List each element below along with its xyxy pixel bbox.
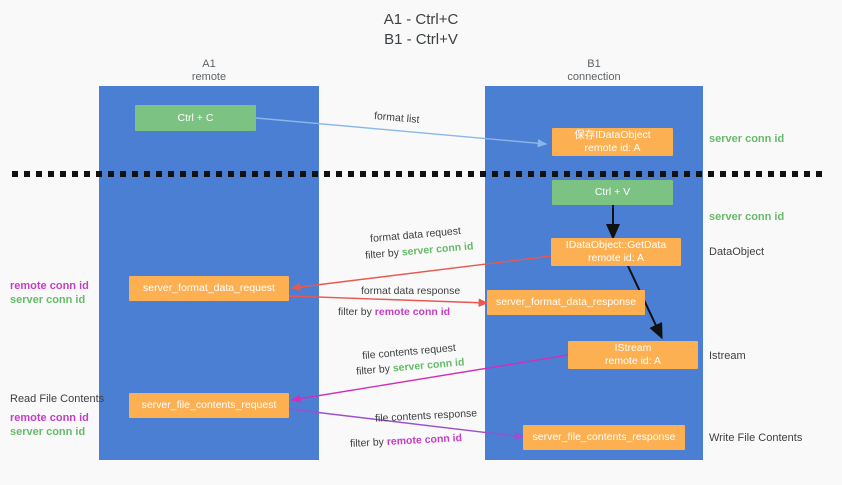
column-header-b1: B1 connection bbox=[514, 58, 674, 84]
edge-label-file-contents-response: file contents response bbox=[374, 407, 478, 425]
column-a1-name: A1 bbox=[202, 58, 216, 70]
node-server-file-contents-request[interactable]: server_file_contents_request bbox=[129, 393, 289, 418]
node-server-file-contents-request-label: server_file_contents_request bbox=[141, 399, 277, 411]
label-remote-conn-id-2: remote conn id bbox=[10, 412, 89, 424]
title-line-2: B1 - Ctrl+V bbox=[384, 31, 458, 48]
label-dataobject: DataObject bbox=[709, 246, 765, 258]
edge-label-format-data-response: format data response bbox=[361, 285, 461, 297]
filter-prefix-3: filter by bbox=[355, 362, 394, 378]
node-save-idataobject[interactable]: 保存IDataObject remote id: A bbox=[552, 128, 673, 156]
node-idataobject-getdata[interactable]: IDataObject::GetData remote id: A bbox=[551, 238, 681, 266]
column-a1-sub: remote bbox=[191, 71, 227, 83]
label-write-file-contents: Write File Contents bbox=[709, 432, 803, 444]
node-ctrl-v[interactable]: Ctrl + V bbox=[552, 180, 673, 205]
diagram-title: A1 - Ctrl+C B1 - Ctrl+V bbox=[0, 10, 842, 50]
node-idataobject-getdata-line2: remote id: A bbox=[587, 252, 645, 264]
node-server-format-data-response[interactable]: server_format_data_response bbox=[487, 290, 645, 315]
node-server-file-contents-response[interactable]: server_file_contents_response bbox=[523, 425, 685, 450]
node-istream[interactable]: IStream remote id: A bbox=[568, 341, 698, 369]
node-idataobject-getdata-line1: IDataObject::GetData bbox=[565, 239, 667, 251]
node-istream-line2: remote id: A bbox=[604, 355, 662, 367]
edge-label-format-list: format list bbox=[373, 110, 420, 126]
label-read-file-contents: Read File Contents bbox=[10, 393, 105, 405]
node-ctrl-c-label: Ctrl + C bbox=[177, 111, 214, 124]
filter-prefix-1: filter by bbox=[364, 246, 403, 262]
node-server-format-data-request-label: server_format_data_request bbox=[143, 282, 275, 294]
label-remote-conn-id-1: remote conn id bbox=[10, 280, 89, 292]
filter-prefix-4: filter by bbox=[349, 436, 388, 450]
edge-label-format-data-response-filter: filter by remote conn id bbox=[338, 305, 450, 319]
node-server-file-contents-response-label: server_file_contents_response bbox=[532, 431, 676, 443]
label-server-conn-id-2: server conn id bbox=[10, 426, 86, 438]
node-ctrl-c[interactable]: Ctrl + C bbox=[135, 105, 256, 131]
column-header-a1: A1 remote bbox=[129, 58, 289, 84]
column-b1-sub: connection bbox=[567, 71, 621, 83]
node-server-format-data-response-label: server_format_data_response bbox=[495, 296, 637, 308]
label-server-conn-id-1: server conn id bbox=[10, 294, 86, 306]
node-istream-line1: IStream bbox=[614, 342, 652, 354]
filter-key-remote-conn-id-1: remote conn id bbox=[374, 306, 451, 318]
label-server-conn-id-top: server conn id bbox=[709, 133, 785, 145]
edge-label-file-contents-response-filter: filter by remote conn id bbox=[350, 431, 463, 451]
filter-key-server-conn-id-1: server conn id bbox=[401, 240, 474, 259]
node-ctrl-v-label: Ctrl + V bbox=[594, 186, 631, 198]
title-line-1: A1 - Ctrl+C bbox=[383, 11, 459, 28]
filter-prefix-2: filter by bbox=[338, 306, 375, 318]
node-save-idataobject-line2: remote id: A bbox=[584, 142, 641, 154]
filter-key-remote-conn-id-2: remote conn id bbox=[386, 432, 463, 448]
label-server-conn-id-mid: server conn id bbox=[709, 211, 785, 223]
label-istream: Istream bbox=[709, 350, 746, 362]
column-b1-name: B1 bbox=[587, 58, 601, 70]
node-save-idataobject-line1: 保存IDataObject bbox=[574, 129, 651, 141]
node-server-format-data-request[interactable]: server_format_data_request bbox=[129, 276, 289, 301]
